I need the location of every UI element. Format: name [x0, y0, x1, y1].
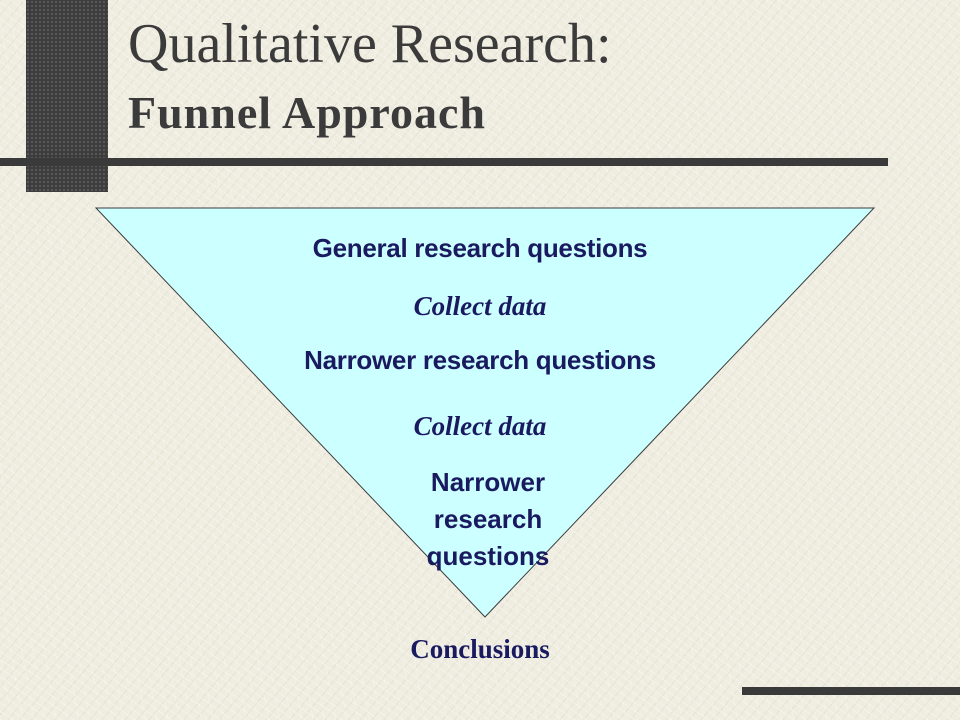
funnel-triangle — [94, 207, 876, 618]
step-final-narrower-questions: Narrower research questions — [0, 464, 960, 575]
final-question-line: research — [433, 504, 543, 534]
final-question-line: questions — [426, 541, 550, 571]
outcome-conclusions: Conclusions — [410, 634, 550, 664]
step-collect-data-1: Collect data — [413, 291, 547, 321]
slide-title: Qualitative Research: — [128, 13, 612, 75]
final-question-line: Narrower — [430, 467, 546, 497]
slide-subtitle: Funnel Approach — [128, 87, 486, 138]
step-collect-data-2: Collect data — [413, 411, 547, 441]
footer-rule — [742, 687, 960, 695]
step-narrower-questions: Narrower research questions — [304, 345, 656, 375]
step-general-questions: General research questions — [312, 233, 648, 263]
title-underline-rule — [0, 158, 888, 166]
